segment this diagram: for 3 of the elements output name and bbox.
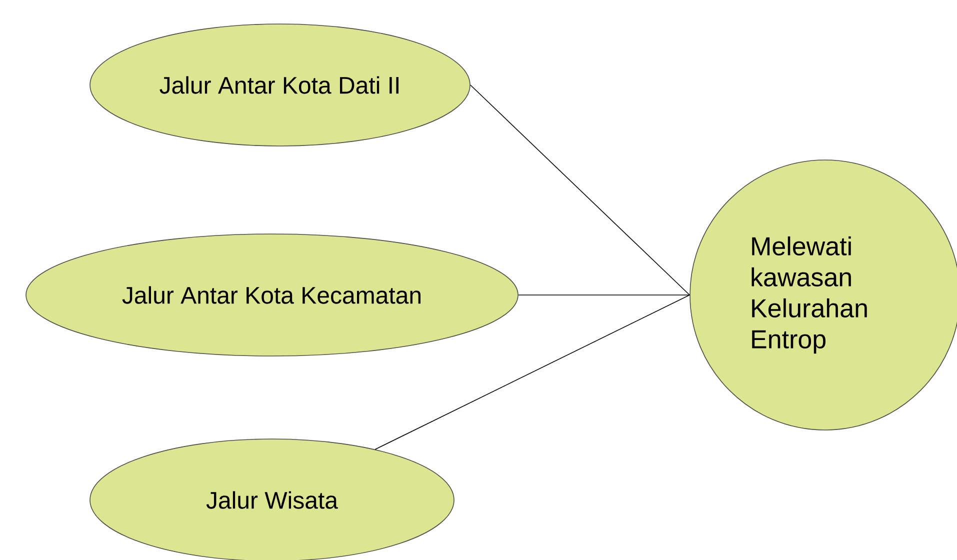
connector-line (518, 294, 690, 296)
connector-line (470, 84, 690, 296)
connector-line (374, 294, 690, 450)
